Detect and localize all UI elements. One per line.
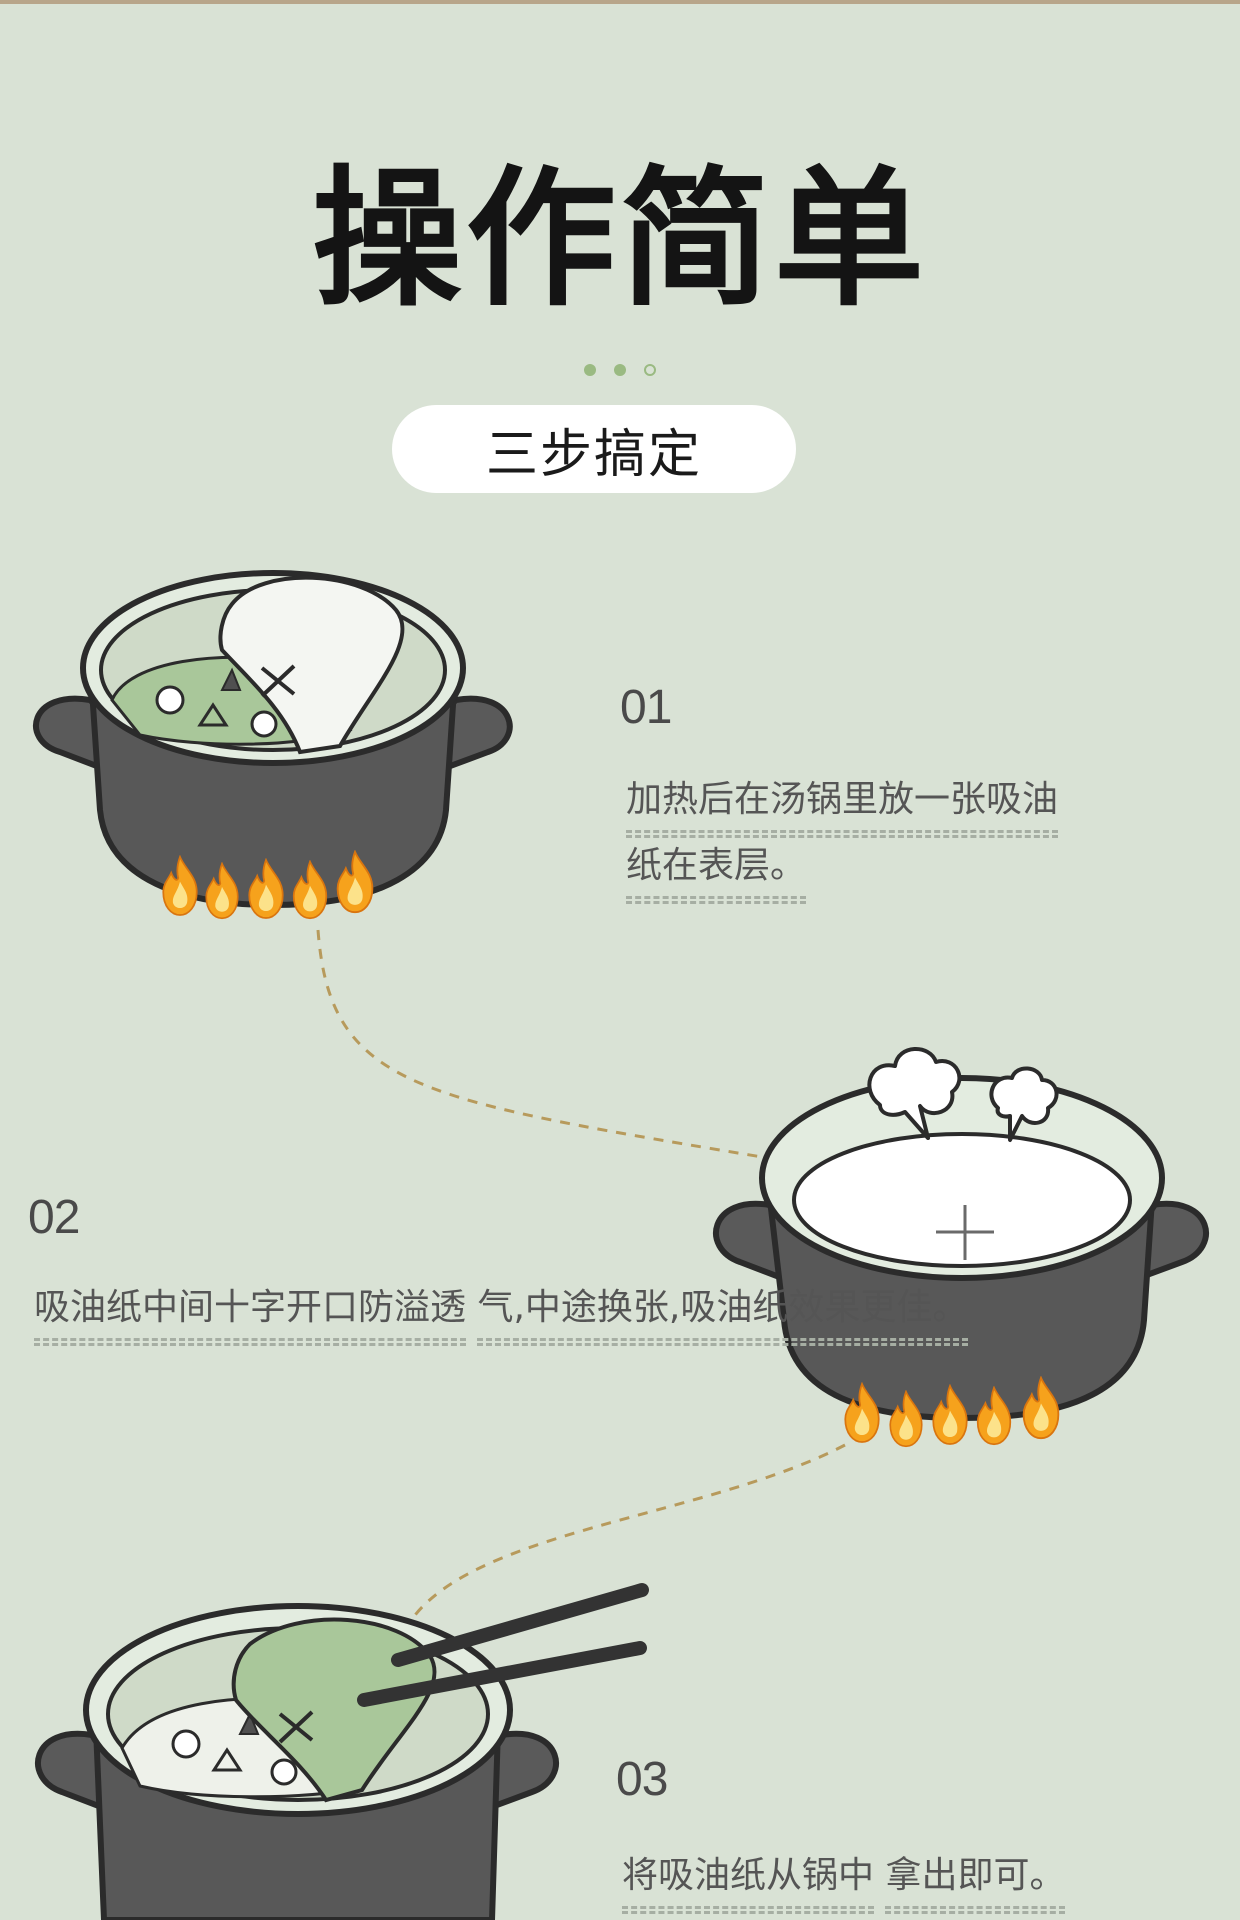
pot-icon [33, 570, 513, 909]
step-2-line-1: 吸油纸中间十字开口防溢透 [34, 1280, 467, 1346]
top-edge-strip [0, 0, 1240, 4]
step-3-description: 将吸油纸从锅中 拿出即可。 [622, 1848, 1066, 1914]
step-1-line-2: 纸在表层。 [626, 838, 807, 904]
page-title: 操作简单 [311, 153, 928, 327]
step-2-number: 02 [28, 1191, 80, 1244]
step-1-line-1: 加热后在汤锅里放一张吸油 [626, 772, 1059, 838]
step-1-number: 01 [620, 681, 672, 734]
steam-icon [867, 1047, 1059, 1142]
step-3-number: 03 [616, 1753, 668, 1806]
pot-icon-2 [713, 1075, 1209, 1422]
step-1-description: 加热后在汤锅里放一张吸油 纸在表层。 [626, 772, 1240, 904]
dot-2 [614, 364, 626, 376]
dot-3 [644, 364, 656, 376]
step-2-description: 吸油纸中间十字开口防溢透 气,中途换张,吸油纸效果更佳。 [34, 1280, 969, 1346]
pagination-dots [0, 364, 1240, 376]
dot-1 [584, 364, 596, 376]
step-3-line-2: 拿出即可。 [885, 1848, 1066, 1914]
step-2-line-2: 气,中途换张,吸油纸效果更佳。 [477, 1280, 969, 1346]
subtitle-text: 三步搞定 [485, 424, 702, 485]
chopsticks-icon [357, 1583, 649, 1707]
dashed-path-2 [403, 1443, 846, 1631]
subtitle-badge: 三步搞定 [392, 405, 796, 493]
dashed-path-1 [316, 929, 781, 1162]
step-3-line-1: 将吸油纸从锅中 [622, 1848, 875, 1914]
pot-icon-3 [35, 1603, 559, 1920]
